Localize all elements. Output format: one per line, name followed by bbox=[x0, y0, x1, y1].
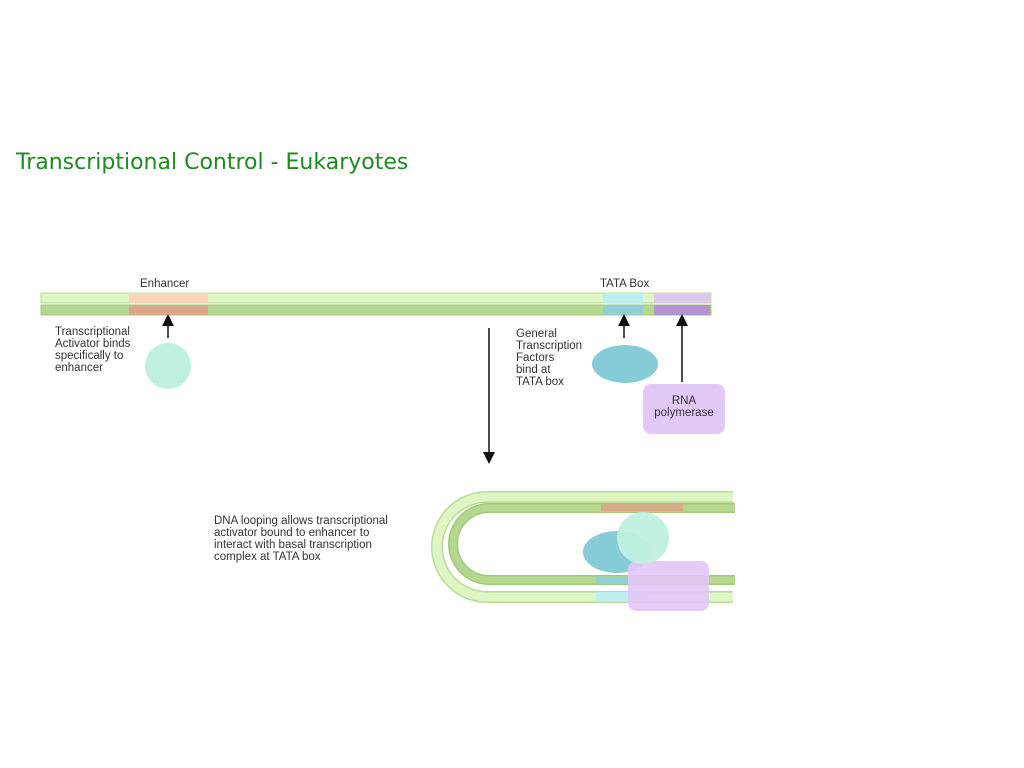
general-transcription-factors-shape bbox=[592, 345, 658, 383]
rna-polymerase-shape bbox=[643, 384, 725, 434]
activator-label-line: Activator binds bbox=[55, 338, 131, 350]
looped-dna bbox=[431, 491, 735, 603]
linear-dna bbox=[40, 292, 712, 316]
loop-tata-region-inner bbox=[596, 577, 646, 584]
loop-enhancer-region bbox=[601, 504, 683, 511]
gtf-label-line: bind at bbox=[516, 364, 551, 376]
rnap-label-line: polymerase bbox=[654, 407, 714, 419]
looping-caption: DNA looping allows transcriptional activ… bbox=[214, 515, 388, 563]
transcriptional-activator-shape bbox=[145, 343, 191, 389]
activator-label-line: enhancer bbox=[55, 362, 103, 374]
enhancer-label: Enhancer bbox=[140, 278, 190, 290]
rnap-site-bottom bbox=[654, 305, 710, 315]
slide-title: Transcriptional Control - Eukaryotes bbox=[16, 150, 409, 175]
loop-rna-polymerase-shape bbox=[628, 561, 709, 611]
tata-region-bottom bbox=[603, 305, 643, 315]
activator-label: Transcriptional Activator binds specific… bbox=[55, 326, 130, 374]
gtf-label-line: General bbox=[516, 328, 557, 340]
gtf-label-line: Factors bbox=[516, 352, 555, 364]
looping-caption-line: interact with basal transcription bbox=[214, 539, 372, 551]
rnap-label-line: RNA bbox=[671, 395, 697, 407]
loop-inner-strand-fill bbox=[449, 504, 735, 584]
loop-activator-shape bbox=[617, 512, 669, 564]
rna-polymerase-label: RNA polymerase bbox=[643, 395, 725, 419]
gtf-label-line: TATA box bbox=[516, 376, 564, 388]
rnap-site-top bbox=[654, 293, 710, 303]
looping-caption-line: activator bound to enhancer to bbox=[214, 527, 370, 539]
loop-outer-strand-fill bbox=[432, 492, 733, 602]
dna-bottom-strand bbox=[40, 304, 712, 316]
enhancer-region-bottom bbox=[129, 305, 208, 315]
dna-top-strand bbox=[40, 292, 712, 304]
loop-tata-region-outer bbox=[596, 592, 646, 601]
tata-box-label: TATA Box bbox=[600, 278, 650, 290]
looping-caption-line: complex at TATA box bbox=[214, 551, 321, 563]
tata-region-top bbox=[603, 293, 643, 303]
looping-caption-line: DNA looping allows transcriptional bbox=[214, 515, 388, 527]
gtf-label-line: Transcription bbox=[516, 340, 583, 352]
gtf-label: General Transcription Factors bind at TA… bbox=[516, 328, 582, 388]
enhancer-region-top bbox=[129, 293, 208, 303]
activator-label-line: specifically to bbox=[55, 350, 124, 362]
activator-label-line: Transcriptional bbox=[55, 326, 130, 338]
